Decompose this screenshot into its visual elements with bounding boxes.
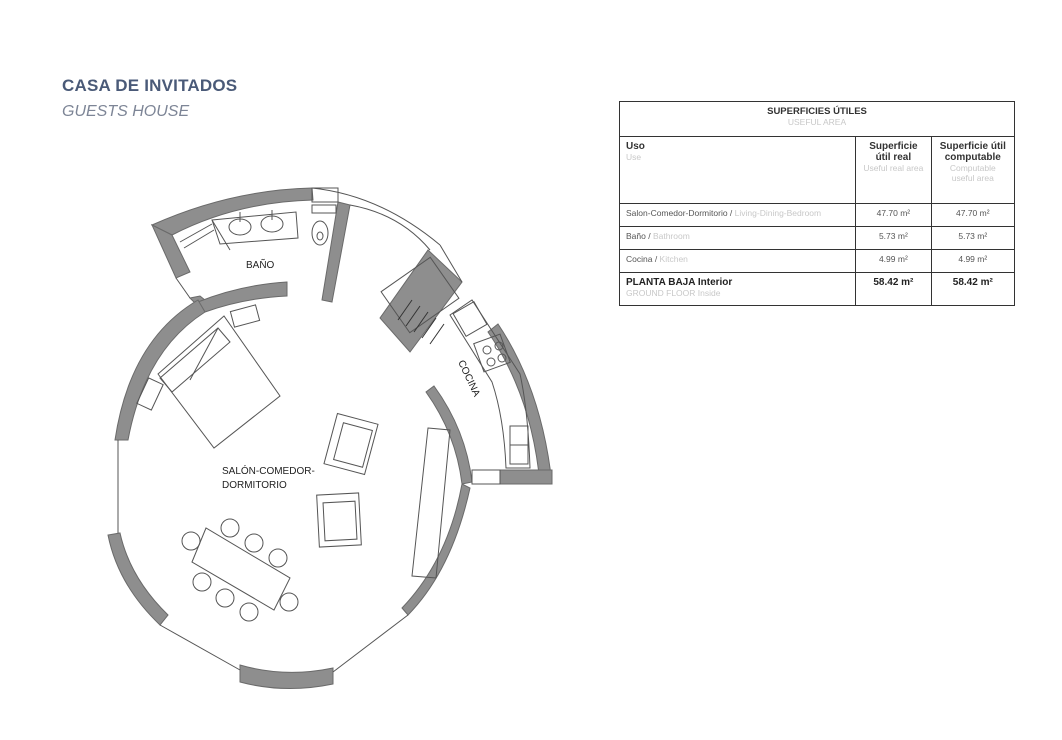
room-label-living-2: DORMITORIO — [222, 480, 287, 491]
table-total-row: PLANTA BAJA Interior GROUND FLOOR Inside… — [618, 272, 1016, 306]
page-subtitle: GUESTS HOUSE — [62, 103, 190, 120]
living-lower-left-wall — [107, 532, 169, 626]
living-bottom-wall — [239, 664, 334, 689]
title-block: CASA DE INVITADOS GUESTS HOUSE — [62, 76, 237, 121]
column-header-real-area: Superficie útil real Useful real area — [855, 136, 932, 204]
bath-outer-wall — [150, 187, 314, 236]
kitchen-bottom-wall — [499, 469, 553, 485]
table-row: Cocina / Kitchen 4.99 m² 4.99 m² — [618, 249, 1016, 273]
table-row: Salon-Comedor-Dormitorio / Living-Dining… — [618, 203, 1016, 227]
room-label-kitchen: COCINA — [455, 359, 482, 399]
column-header-use: Uso Use — [618, 136, 857, 204]
table-title-en: USEFUL AREA — [787, 117, 847, 127]
living-lower-right-wall — [401, 483, 471, 616]
useful-area-table: SUPERFICIES ÚTILES USEFUL AREA Uso Use S… — [618, 101, 1016, 306]
column-header-computable-area: Superficie útil computable Computable us… — [930, 136, 1016, 204]
table-row: Baño / Bathroom 5.73 m² 5.73 m² — [618, 226, 1016, 250]
bath-right-wall — [321, 201, 351, 303]
page-title: CASA DE INVITADOS — [62, 76, 238, 95]
bath-living-wall — [197, 281, 288, 313]
floor-plan: BAÑO COCINA SALÓN-COMEDOR- DORMITORIO — [107, 187, 553, 689]
table-title: SUPERFICIES ÚTILES — [767, 106, 867, 117]
wardrobe-block — [379, 249, 463, 353]
kitchen-inner-wall — [425, 385, 473, 485]
table-title-cell: SUPERFICIES ÚTILES USEFUL AREA — [619, 101, 1015, 137]
room-label-living-1: SALÓN-COMEDOR- — [222, 464, 315, 477]
room-label-bath: BAÑO — [246, 258, 275, 271]
bath-left-wall — [150, 223, 191, 279]
